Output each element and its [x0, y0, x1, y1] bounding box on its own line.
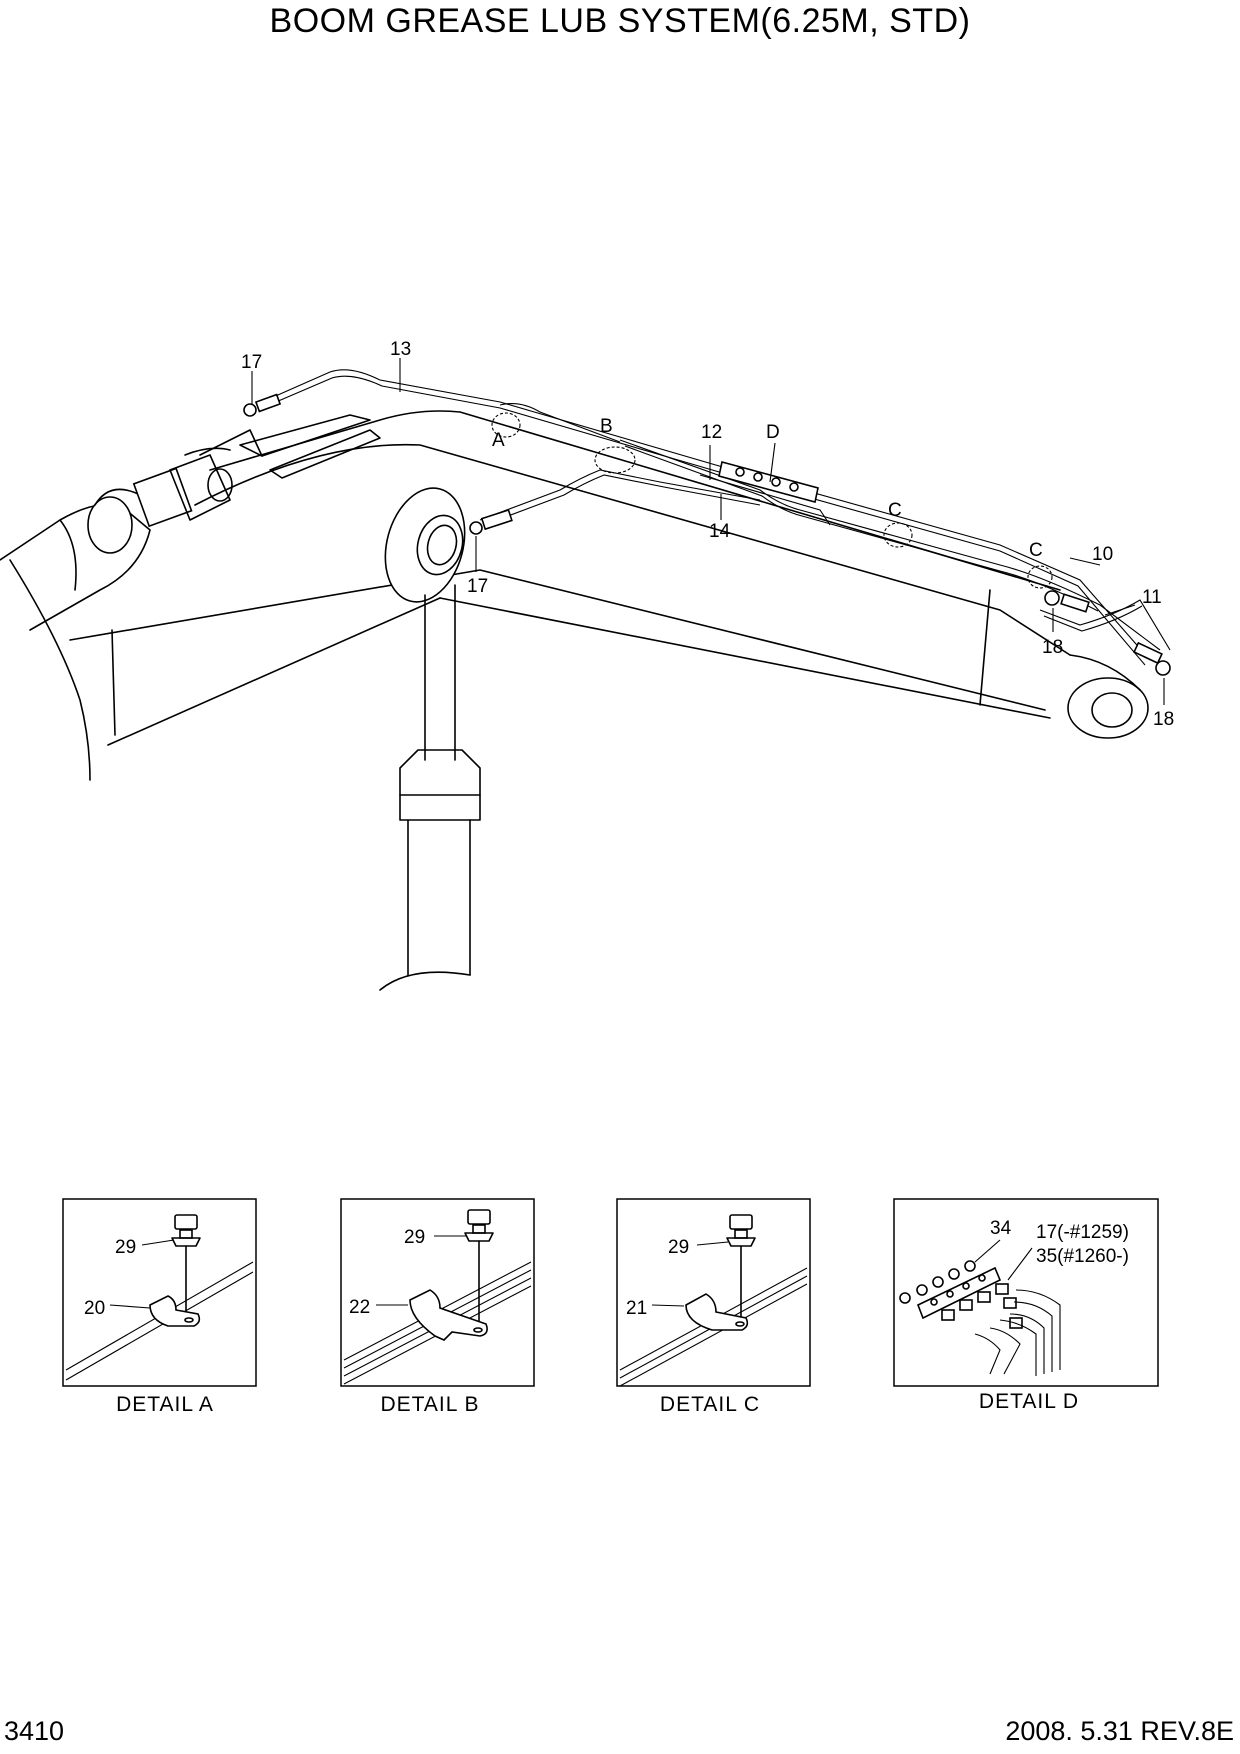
date-revision: 2008. 5.31 REV.8E — [1005, 1716, 1234, 1746]
callout-18-lower: 18 — [1153, 709, 1174, 730]
callout-13: 13 — [390, 339, 411, 360]
callout-11: 11 — [1142, 587, 1162, 608]
detail-b-callout-22: 22 — [349, 1297, 370, 1318]
grease-nipple-17-mid — [469, 508, 513, 535]
grease-nipple-18-upper — [1044, 590, 1090, 613]
grease-nipple-18-lower — [1133, 641, 1171, 676]
page-title: BOOM GREASE LUB SYSTEM(6.25M, STD) — [269, 2, 971, 40]
callout-a: A — [492, 430, 505, 451]
callout-17-top: 17 — [241, 352, 262, 373]
callout-c-first: C — [888, 500, 902, 521]
callout-d: D — [766, 422, 780, 443]
detail-d-callout-34: 34 — [990, 1218, 1012, 1239]
callout-b: B — [600, 416, 613, 437]
callout-c-second: C — [1029, 540, 1043, 561]
arm-cylinder — [0, 447, 233, 631]
detail-c-label: DETAIL C — [659, 1393, 761, 1416]
detail-d-label: DETAIL D — [978, 1390, 1080, 1413]
callout-18-upper: 18 — [1042, 637, 1063, 658]
detail-c-panel: 29 21 — [616, 1198, 811, 1387]
callout-10: 10 — [1092, 544, 1113, 565]
detail-a-label: DETAIL A — [116, 1393, 214, 1416]
callout-17-mid: 17 — [467, 576, 488, 597]
boom-body — [9, 410, 1149, 781]
detail-d-callout-35: 35(#1260-) — [1036, 1246, 1129, 1267]
detail-markers — [491, 412, 1053, 589]
detail-d-panel: 34 17(-#1259) 35(#1260-) — [893, 1198, 1159, 1387]
grease-nipple-17-top — [243, 393, 282, 417]
boom-bracket — [199, 414, 381, 479]
detail-b-label: DETAIL B — [380, 1393, 480, 1416]
callout-12: 12 — [701, 422, 722, 443]
detail-c-callout-21: 21 — [626, 1298, 647, 1319]
detail-a-panel: 29 20 — [62, 1198, 257, 1387]
detail-a-callout-29: 29 — [115, 1237, 136, 1258]
detail-b-panel: 29 22 — [340, 1198, 535, 1387]
leader-lines — [251, 358, 1165, 705]
detail-a-callout-20: 20 — [84, 1298, 105, 1319]
callout-14: 14 — [709, 521, 731, 542]
grease-pipes — [261, 369, 1171, 666]
boom-cylinder — [379, 487, 481, 991]
detail-d-callout-17: 17(-#1259) — [1036, 1222, 1129, 1243]
manifold-block — [718, 461, 819, 503]
page-number: 3410 — [4, 1716, 65, 1746]
detail-b-callout-29: 29 — [404, 1227, 425, 1248]
callouts: 17 13 A B 12 D 14 C C 17 10 11 18 18 — [241, 339, 1174, 730]
detail-c-callout-29: 29 — [668, 1237, 689, 1258]
